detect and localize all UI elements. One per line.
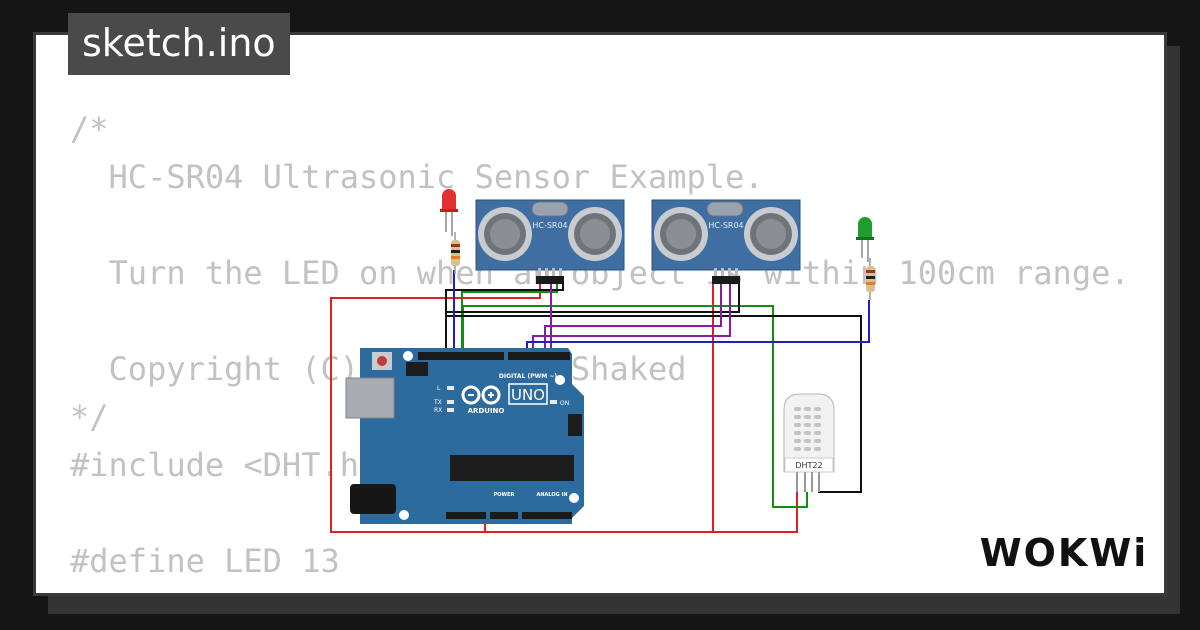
tx-label: TX [433, 399, 442, 406]
sensor-left-label: HC-SR04 [532, 221, 567, 230]
code-line[interactable]: */ [70, 398, 109, 436]
ultrasonic-sensor-left[interactable]: HC-SR04 [475, 199, 625, 284]
wire-black-gnd [445, 315, 862, 493]
digital-header-label: DIGITAL (PWM ~) [499, 373, 557, 380]
wire-purple-1 [544, 282, 722, 352]
arduino-brand-label: ARDUINO [468, 407, 505, 415]
wokwi-logo-text: WOKWi [980, 531, 1149, 575]
code-line[interactable]: /* [70, 110, 109, 148]
arduino-logo-icon [461, 385, 501, 405]
wire-black-gnd2 [445, 282, 564, 316]
code-line[interactable]: Turn the LED on when an object is within… [70, 254, 1130, 292]
analog-header-label: ANALOG IN [536, 492, 567, 498]
wire-blue-led [526, 300, 870, 352]
code-line[interactable]: #include <DHT.h> [70, 446, 379, 484]
wires [330, 270, 870, 533]
code-line[interactable]: #define LED 13 [70, 542, 340, 580]
wire-purple-3 [532, 282, 731, 352]
arduino-uno-board[interactable]: DIGITAL (PWM ~) TX RX L ON UNO ARDUINO P… [345, 348, 584, 524]
editor-card: /* HC-SR04 Ultrasonic Sensor Example. Tu… [33, 32, 1167, 596]
on-label: ON [560, 400, 569, 407]
sensor-right-label: HC-SR04 [708, 221, 743, 230]
l-label: L [437, 385, 441, 392]
code-line[interactable]: HC-SR04 Ultrasonic Sensor Example. [70, 158, 764, 196]
resistor-right[interactable] [866, 258, 875, 300]
power-header-label: POWER [494, 492, 515, 498]
green-led[interactable] [856, 217, 874, 262]
red-led[interactable] [440, 189, 458, 236]
uno-label: UNO [511, 386, 545, 404]
dht-label: DHT22 [795, 461, 822, 470]
dht22-sensor[interactable]: DHT22 [783, 393, 835, 492]
wire-green-trig [461, 282, 558, 352]
rx-label: RX [434, 407, 442, 414]
resistor-left[interactable] [451, 232, 460, 274]
wire-black-right [446, 282, 740, 313]
code-line[interactable]: #define LED_2 2 [70, 585, 1130, 593]
file-tab[interactable]: sketch.ino [68, 13, 290, 75]
ultrasonic-sensor-right[interactable]: HC-SR04 [651, 199, 801, 284]
wokwi-logo[interactable]: WOKWi [978, 526, 1150, 578]
wire-red-dht [484, 492, 798, 533]
wire-red-power [330, 282, 714, 533]
